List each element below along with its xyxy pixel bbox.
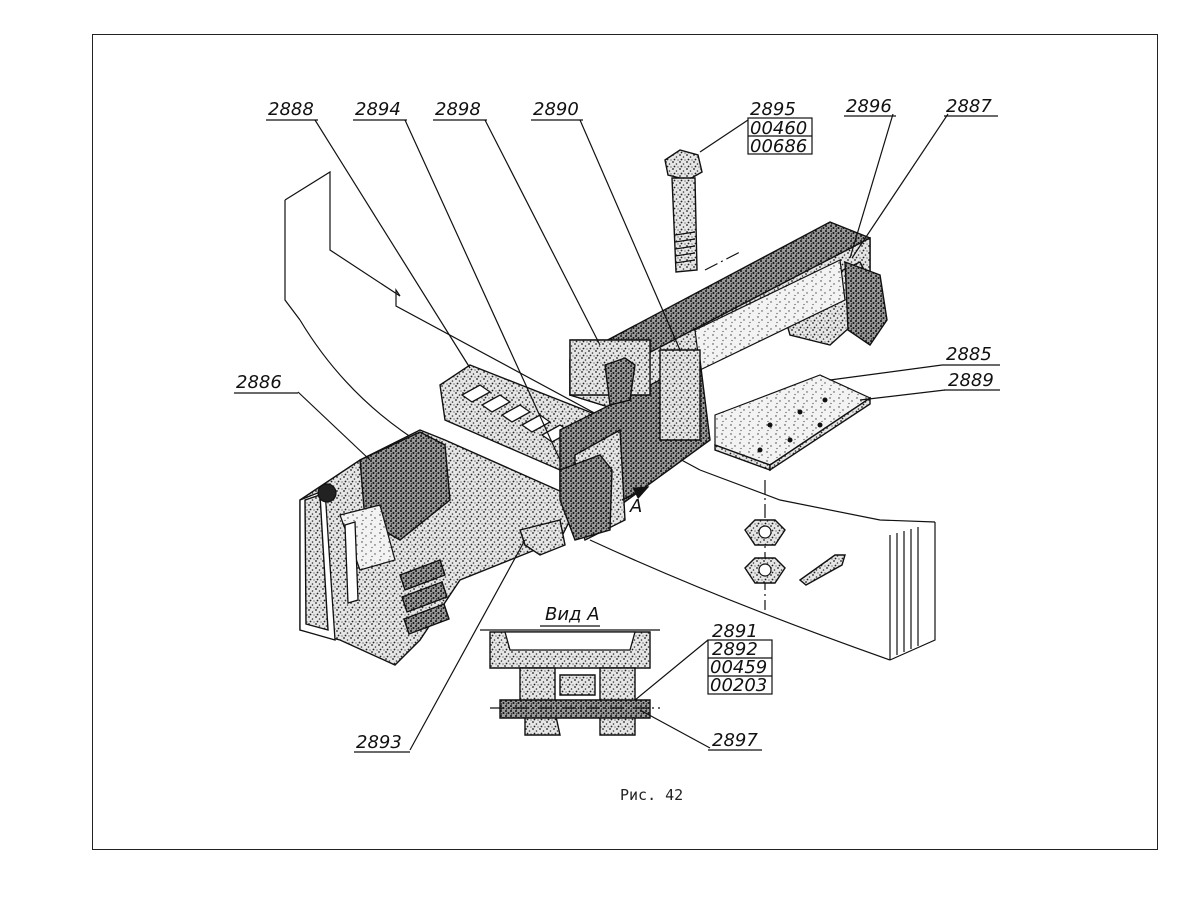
callout-labels: 2888 2894 2898 2890 2895 00460 00686 289… xyxy=(234,96,1000,804)
drawing-frame xyxy=(92,34,1158,850)
callout-2886: 2886 xyxy=(236,372,282,393)
draft-plate xyxy=(714,374,872,472)
callout-2891: 2891 xyxy=(712,621,758,642)
callout-00203: 00203 xyxy=(710,675,767,696)
callout-2889: 2889 xyxy=(948,370,994,391)
view-arrow-a xyxy=(621,486,650,501)
arrow-a-label: А xyxy=(629,496,642,517)
callout-2888: 2888 xyxy=(268,99,314,120)
callout-2893: 2893 xyxy=(356,732,402,753)
callout-2885: 2885 xyxy=(946,344,992,365)
view-a-label: Вид А xyxy=(545,604,600,625)
nuts-and-cotter-pin xyxy=(744,480,846,610)
coupler-head xyxy=(299,429,613,666)
section-view-a xyxy=(480,629,660,736)
callout-2895: 2895 xyxy=(750,99,796,120)
callout-2894: 2894 xyxy=(355,99,401,120)
callout-2898: 2898 xyxy=(435,99,481,120)
callout-00460: 00460 xyxy=(750,118,807,139)
callout-2892: 2892 xyxy=(712,639,758,660)
callout-2890: 2890 xyxy=(533,99,579,120)
callout-2887: 2887 xyxy=(946,96,992,117)
callout-2897: 2897 xyxy=(712,730,758,751)
leader-lines xyxy=(297,113,949,751)
callout-2896: 2896 xyxy=(846,96,892,117)
figure-caption: Рис. 42 xyxy=(620,786,683,804)
bolt-2895 xyxy=(664,149,741,273)
callout-00459: 00459 xyxy=(710,657,767,678)
callout-00686: 00686 xyxy=(750,136,807,157)
